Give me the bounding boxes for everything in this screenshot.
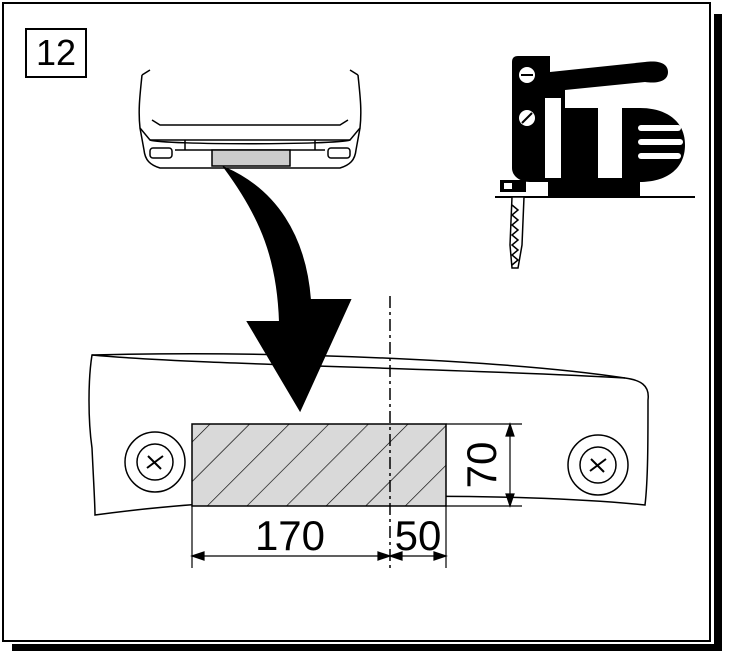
bolt-icon [124,431,186,493]
car-rear-bumper-icon [138,69,362,169]
jigsaw-icon [495,56,695,269]
dimension-label-70: 70 [458,442,505,489]
bumper-detail [88,353,649,516]
cutout-area [191,423,447,507]
bolt-icon [567,434,629,496]
dimension-label-50: 50 [395,512,442,559]
frame-shadow-bottom [12,644,722,651]
step-number: 12 [25,28,87,78]
dimension-label-170: 170 [255,512,325,559]
frame-shadow-right [714,14,722,651]
curved-arrow-icon [221,165,352,413]
dimension-lines [190,422,522,568]
